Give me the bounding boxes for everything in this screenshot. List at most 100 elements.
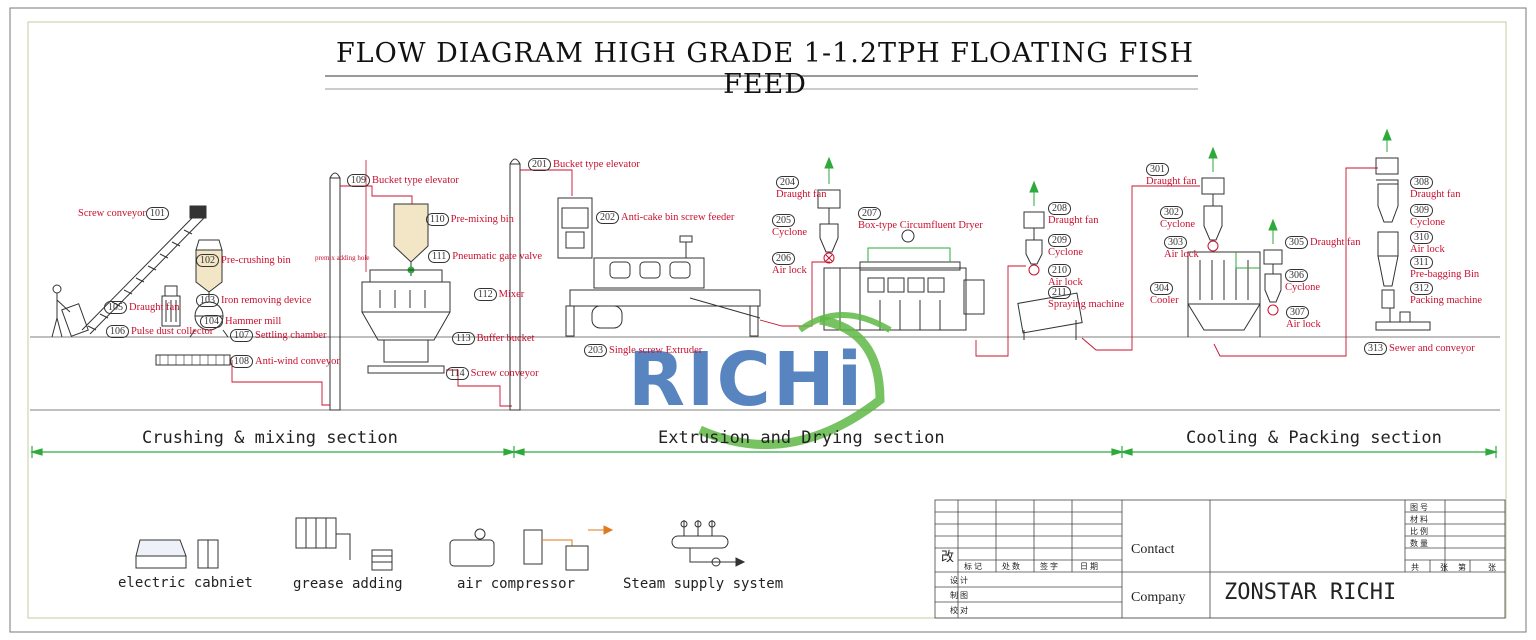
- steam-supply-icon: [671, 520, 746, 567]
- equipment-name: Cyclone: [1048, 247, 1083, 258]
- equipment-name: Cooler: [1150, 295, 1179, 306]
- equipment-name: Draught fan: [776, 189, 827, 200]
- settling-chamber-107-drawing: [155, 354, 231, 366]
- legend-grease-adding: grease adding: [293, 576, 403, 592]
- mixer-112-drawing: [361, 269, 451, 374]
- equipment-number: 114: [446, 367, 469, 380]
- grease-adding-icon: [295, 517, 393, 571]
- equipment-number: 102: [196, 254, 219, 267]
- cyclone-306-drawing: [1235, 218, 1283, 316]
- equipment-number: 305: [1285, 236, 1308, 249]
- equipment-number: 208: [1048, 202, 1071, 215]
- tb-row-design: 设 计: [950, 576, 968, 585]
- air-compressor-icon: [449, 525, 614, 571]
- legend-air-compressor: air compressor: [457, 576, 576, 592]
- equipment-number: 205: [772, 214, 795, 227]
- equipment-number: 206: [772, 252, 795, 265]
- tb-header-1: 处 数: [1002, 562, 1020, 571]
- equipment-name: Single screw Extruder: [609, 345, 703, 356]
- equipment-number: 204: [776, 176, 799, 189]
- equipment-number: 202: [596, 211, 619, 224]
- tb-right-3: 数 量: [1410, 539, 1428, 548]
- tb-right-0: 图 号: [1410, 503, 1428, 512]
- tb-sheet-2: 第: [1458, 563, 1466, 572]
- company-value: ZONSTAR RICHI: [1224, 580, 1397, 605]
- equipment-number: 105: [104, 301, 127, 314]
- equipment-number: 104: [200, 315, 223, 328]
- tb-right-1: 材 料: [1410, 515, 1428, 524]
- tb-sheet-0: 共: [1411, 563, 1419, 572]
- equipment-number: 210: [1048, 264, 1071, 277]
- equipment-number: 308: [1410, 176, 1433, 189]
- equipment-number: 106: [106, 325, 129, 338]
- equipment-number: 209: [1048, 234, 1071, 247]
- premix-note: premix adding hole: [315, 254, 370, 262]
- equipment-number: 310: [1410, 231, 1433, 244]
- equipment-name: Cyclone: [1160, 219, 1195, 230]
- equipment-name: Anti-wind conveyor: [255, 356, 340, 367]
- equipment-name: Box-type Circumfluent Dryer: [858, 220, 983, 231]
- extruder-203-drawing: [565, 235, 761, 337]
- cyclone-205-drawing: [817, 156, 841, 264]
- equipment-number: 112: [474, 288, 497, 301]
- tb-right-2: 比 例: [1410, 527, 1428, 536]
- diagram-title: FLOW DIAGRAM HIGH GRADE 1-1.2TPH FLOATIN…: [335, 38, 1195, 100]
- tb-header-0: 标 记: [964, 562, 982, 571]
- equipment-name: Air lock: [1164, 249, 1199, 260]
- bucket-elevator-201-drawing: [509, 158, 521, 411]
- equipment-name: Settling chamber: [255, 330, 327, 341]
- equipment-number: 301: [1146, 163, 1169, 176]
- equipment-name: Draught fan: [1310, 237, 1361, 248]
- equipment-name: Cyclone: [1285, 282, 1320, 293]
- equipment-number: 109: [347, 174, 370, 187]
- equipment-name: Cyclone: [772, 227, 807, 238]
- equipment-name: Draught fan: [1146, 176, 1197, 187]
- equipment-name: Mixer: [498, 289, 525, 300]
- equipment-name: Air lock: [1048, 277, 1083, 288]
- equipment-number: 103: [196, 294, 219, 307]
- tb-row-check: 校 对: [950, 606, 968, 615]
- equipment-number: 110: [426, 213, 449, 226]
- equipment-name: Draught fan: [1048, 215, 1099, 226]
- tb-sheet-3: 张: [1488, 563, 1496, 572]
- equipment-number: 111: [428, 250, 451, 263]
- equipment-name: Spraying machine: [1048, 299, 1125, 310]
- equipment-number: 113: [452, 332, 475, 345]
- section-cooling: Cooling & Packing section: [1186, 428, 1442, 448]
- operator-figure: [51, 284, 89, 338]
- revision-mark: 改: [941, 549, 955, 564]
- tb-sheet-1: 张: [1440, 563, 1448, 572]
- equipment-name: Pre-mixing bin: [450, 214, 514, 225]
- section-extrusion: Extrusion and Drying section: [658, 428, 945, 448]
- equipment-name: Pulse dust collector: [131, 326, 214, 337]
- flow-line-109-to-110: [340, 185, 413, 204]
- equipment-name: Air lock: [772, 265, 807, 276]
- equipment-number: 108: [230, 355, 253, 368]
- bucket-elevator-109-drawing: [329, 172, 341, 411]
- packing-line-drawing: [1375, 128, 1431, 331]
- equipment-name: Buffer bucket: [476, 333, 535, 344]
- equipment-name: Pre-crushing bin: [221, 255, 291, 266]
- legend-electric-cabinet: electric cabniet: [118, 575, 253, 591]
- flow-line-108-to-109: [231, 360, 330, 406]
- equipment-name: Air lock: [1410, 244, 1445, 255]
- equipment-name: Bucket type elevator: [553, 159, 640, 170]
- pulse-dust-collector-106-drawing: [161, 285, 181, 327]
